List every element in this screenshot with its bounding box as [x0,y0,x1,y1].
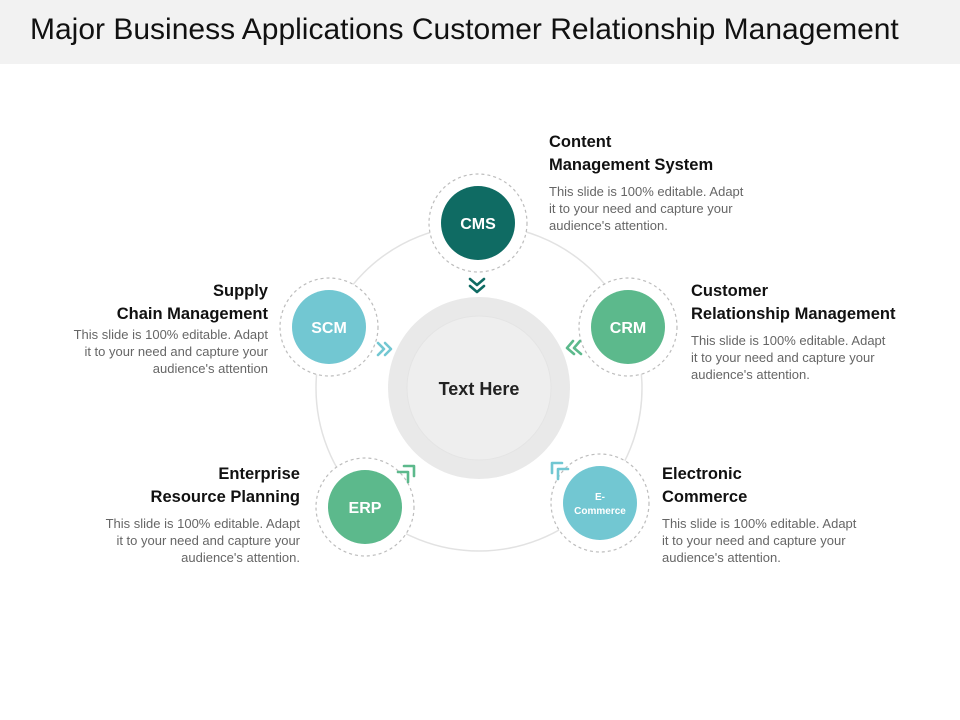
cms-text-block: Content Management System This slide is … [549,131,789,234]
chevron-up-left-icon [550,461,570,481]
node-crm-circle [591,290,665,364]
ecommerce-heading: Electronic Commerce [662,463,922,509]
node-ecommerce-circle [563,466,637,540]
cms-description: This slide is 100% editable. Adapt it to… [549,183,789,234]
crm-desc-line-3: audience's attention. [691,367,810,382]
node-erp-label: ERP [349,500,382,517]
erp-heading-line-2: Resource Planning [150,488,300,506]
erp-heading: Enterprise Resource Planning [40,463,300,509]
node-crm-label: CRM [610,320,646,337]
scm-desc-line-3: audience's attention [152,361,268,376]
node-cms-label: CMS [460,216,496,233]
ecommerce-description: This slide is 100% editable. Adapt it to… [662,515,922,566]
title-bar: Major Business Applications Customer Rel… [0,0,960,64]
crm-description: This slide is 100% editable. Adapt it to… [691,332,951,383]
scm-description: This slide is 100% editable. Adapt it to… [8,326,268,377]
node-erp: ERP [315,457,415,557]
crm-heading-line-1: Customer [691,282,769,300]
scm-desc-line-1: This slide is 100% editable. Adapt [73,327,268,342]
crm-desc-line-1: This slide is 100% editable. Adapt [691,333,886,348]
ecommerce-desc-line-1: This slide is 100% editable. Adapt [662,516,857,531]
crm-desc-line-2: it to your need and capture your [691,350,875,365]
cms-desc-line-1: This slide is 100% editable. Adapt [549,184,744,199]
ecommerce-desc-line-2: it to your need and capture your [662,533,846,548]
node-ecommerce-label-line-2: Commerce [574,506,626,517]
ecommerce-heading-line-2: Commerce [662,488,748,506]
cms-heading-line-1: Content [549,133,612,151]
erp-desc-line-3: audience's attention. [181,550,300,565]
crm-heading: Customer Relationship Management [691,280,951,326]
chevron-down-icon [468,277,486,294]
page-title: Major Business Applications Customer Rel… [30,13,899,46]
node-cms: CMS [428,173,528,273]
center-hub: Text Here [388,297,570,479]
cms-heading-line-2: Management System [549,156,714,174]
node-ecommerce-label-line-1: E- [595,492,605,503]
crm-heading-line-2: Relationship Management [691,305,896,323]
erp-description: This slide is 100% editable. Adapt it to… [40,515,300,566]
node-cms-circle [441,186,515,260]
scm-heading-line-2: Chain Management [116,305,268,323]
node-scm-circle [292,290,366,364]
scm-text-block: Supply Chain Management This slide is 10… [8,280,268,377]
erp-desc-line-2: it to your need and capture your [116,533,300,548]
chevron-right-icon [376,341,393,357]
ecommerce-heading-line-1: Electronic [662,465,742,483]
erp-text-block: Enterprise Resource Planning This slide … [40,463,300,566]
ecommerce-text-block: Electronic Commerce This slide is 100% e… [662,463,922,566]
node-scm-label: SCM [311,320,347,337]
node-erp-circle [328,470,402,544]
node-scm: SCM [279,277,379,377]
node-crm: CRM [578,277,678,377]
cms-desc-line-2: it to your need and capture your [549,201,733,216]
cms-heading: Content Management System [549,131,789,177]
center-inner-disc [406,315,552,461]
node-ecommerce: E- Commerce [550,453,650,553]
crm-text-block: Customer Relationship Management This sl… [691,280,951,383]
ecommerce-desc-line-3: audience's attention. [662,550,781,565]
cms-desc-line-3: audience's attention. [549,218,668,233]
scm-heading: Supply Chain Management [8,280,268,326]
scm-heading-line-1: Supply [212,282,268,300]
erp-heading-line-1: Enterprise [218,465,300,483]
center-label: Text Here [439,379,520,399]
scm-desc-line-2: it to your need and capture your [84,344,268,359]
erp-desc-line-1: This slide is 100% editable. Adapt [105,516,300,531]
chevron-up-right-icon [396,464,416,484]
chevron-left-icon [565,339,583,356]
